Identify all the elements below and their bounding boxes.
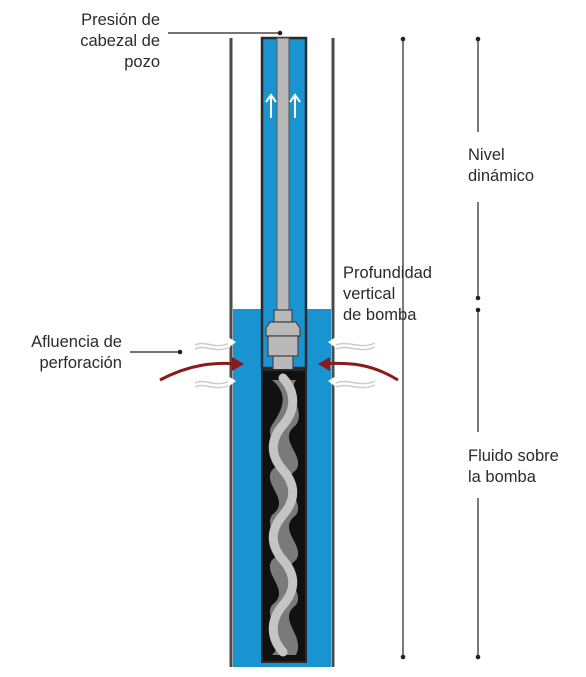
pump-depth-top-dot	[400, 36, 406, 42]
wellhead-pressure-label: Presión de cabezal de pozo	[80, 11, 160, 71]
upflow-arrows	[265, 93, 301, 118]
helical-rotor	[268, 373, 298, 657]
perforation-wisps	[194, 342, 376, 389]
pump-depth-bottom-dot	[400, 654, 406, 660]
inflow-leader-dot	[177, 349, 183, 355]
fluid-above-pump-label: Fluido sobre la bomba	[468, 447, 559, 486]
fluid-above-top-dot	[475, 307, 481, 313]
dynamic-level-bottom-dot	[475, 295, 481, 301]
inflow-arrowhead-left	[232, 357, 244, 371]
fluid-above-bottom-dot	[475, 654, 481, 660]
pump-vertical-depth-label: Profundidad vertical de bomba	[343, 264, 432, 324]
perforation-inflow-label: Afluencia de perforación	[31, 333, 122, 372]
wellhead-leader-dot	[277, 30, 283, 36]
dynamic-level-top-dot	[475, 36, 481, 42]
sucker-rod	[276, 37, 290, 311]
dynamic-level-label: Nivel dinámico	[468, 146, 535, 185]
perforation-holes	[228, 337, 336, 387]
inflow-arrowhead-right	[318, 357, 330, 371]
